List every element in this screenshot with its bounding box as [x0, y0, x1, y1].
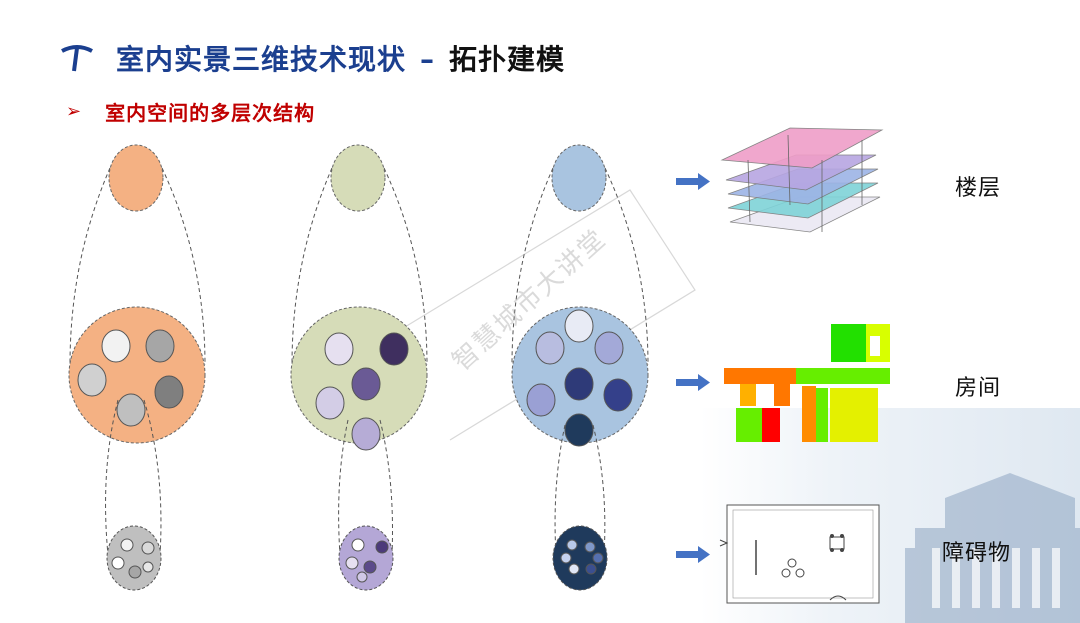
arrow-rooms-icon — [676, 374, 710, 391]
orange-top-node — [109, 145, 163, 211]
arrow-obstacles-icon — [676, 546, 710, 563]
floors-stack-image — [722, 128, 882, 232]
column-orange — [69, 145, 205, 590]
rooms-plan-image — [724, 324, 890, 442]
label-rooms: 房间 — [955, 370, 1001, 402]
label-floors: 楼层 — [955, 170, 1001, 202]
column-green — [291, 145, 427, 590]
blue-top-node — [552, 145, 606, 211]
column-blue — [512, 145, 648, 590]
green-top-node — [331, 145, 385, 211]
label-obstacles: 障碍物 — [942, 535, 1011, 567]
obstacles-plan-image — [720, 505, 879, 603]
arrow-floors-icon — [676, 173, 710, 190]
